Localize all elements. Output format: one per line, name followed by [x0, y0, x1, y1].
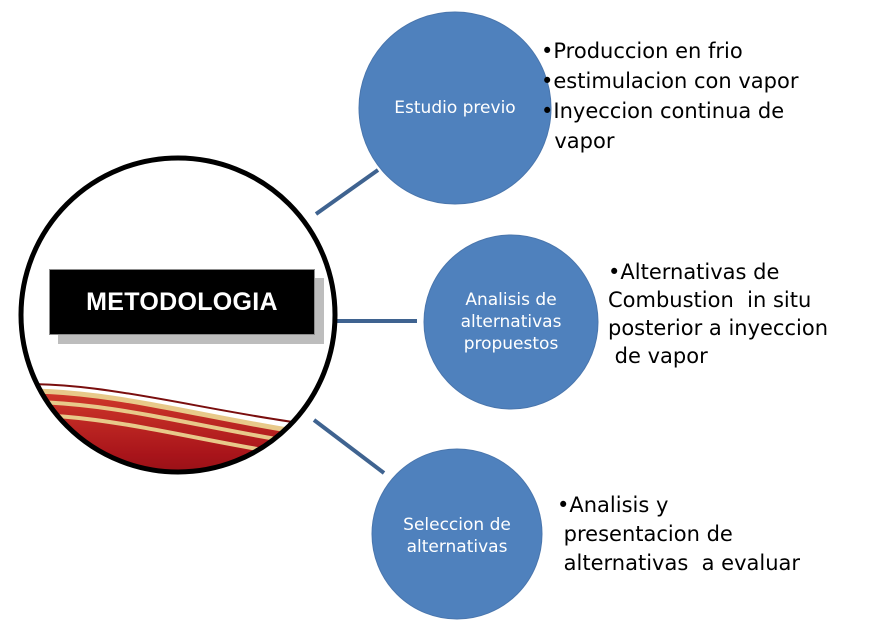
bubble-analisis-alternativas [423, 234, 599, 410]
center-title: METODOLOGIA [49, 269, 315, 335]
bubble-seleccion-alternativas [371, 448, 543, 620]
bullet-list-estudio-previo: •Produccion en frio •estimulacion con va… [541, 36, 799, 156]
central-circle [18, 155, 338, 475]
list-item: Combustion in situ [608, 288, 812, 312]
list-item: •estimulacion con vapor [541, 69, 799, 93]
list-item: posterior a inyeccion [608, 316, 829, 340]
bubble-estudio-previo [358, 11, 552, 205]
label-line: Analisis de [465, 290, 557, 310]
label-line: Seleccion de [403, 515, 511, 535]
list-item: •Alternativas de [608, 260, 780, 284]
label-line: alternativas [406, 537, 508, 557]
list-item: alternativas a evaluar [557, 551, 801, 575]
connector-line-1 [314, 168, 380, 216]
list-item: vapor [541, 129, 615, 153]
label-line: alternativas [460, 312, 562, 332]
bubble-label-seleccion: Seleccion de alternativas [382, 514, 532, 558]
label-line: propuestos [463, 334, 559, 354]
label-line: Estudio previo [394, 98, 516, 118]
bubble-label-analisis: Analisis de alternativas propuestos [436, 289, 586, 355]
connector-line-3 [312, 418, 386, 475]
list-item: •Produccion en frio [541, 39, 743, 63]
list-item: •Inyeccion continua de [541, 99, 785, 123]
bullet-list-analisis: •Alternativas de Combustion in situ post… [608, 258, 828, 370]
list-item: •Analisis y [557, 493, 669, 517]
list-item: de vapor [608, 344, 708, 368]
bubble-label-estudio-previo: Estudio previo [375, 97, 535, 119]
bullet-list-seleccion: •Analisis y presentacion de alternativas… [557, 491, 800, 578]
list-item: presentacion de [557, 522, 733, 546]
